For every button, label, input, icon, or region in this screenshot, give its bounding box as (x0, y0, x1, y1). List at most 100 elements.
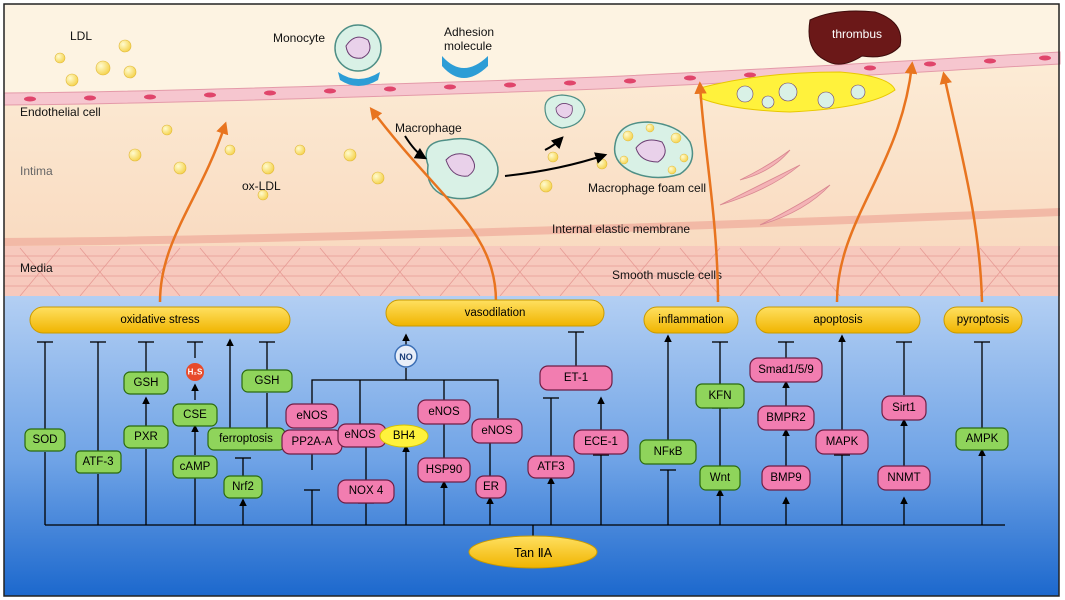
svg-text:GSH: GSH (255, 375, 280, 387)
adhesion-label-1: Adhesion (444, 25, 494, 39)
process-pyroptosis: pyroptosis (943, 306, 1023, 334)
thrombus (808, 10, 902, 65)
svg-text:ferroptosis: ferroptosis (219, 433, 273, 445)
svg-text:SOD: SOD (33, 434, 58, 446)
node-hsp90: HSP90 (417, 457, 471, 483)
svg-text:Sirt1: Sirt1 (892, 402, 916, 414)
svg-text:MAPK: MAPK (826, 436, 859, 448)
node-gsh-1: GSH (123, 371, 169, 395)
svg-text:inflammation: inflammation (658, 314, 723, 326)
svg-text:GSH: GSH (134, 377, 159, 389)
svg-text:PXR: PXR (134, 431, 158, 443)
node-wnt: Wnt (699, 465, 741, 491)
svg-text:NOX 4: NOX 4 (349, 485, 384, 497)
monocyte-label: Monocyte (273, 31, 325, 45)
smooth-muscle-pattern (4, 247, 1060, 297)
h2s-badge: H₂S (186, 363, 204, 381)
node-bmpr2: BMPR2 (757, 405, 815, 431)
node-nfkb: NFκB (639, 439, 697, 465)
svg-text:Tan ⅡA: Tan ⅡA (514, 546, 553, 560)
adhesion-label-2: molecule (444, 39, 492, 53)
node-cse: CSE (172, 403, 218, 427)
plaque-lipid-core (699, 71, 896, 113)
foam-cell (613, 121, 694, 179)
node-gsh-2: GSH (241, 369, 293, 393)
svg-text:Smad1/5/9: Smad1/5/9 (758, 364, 814, 376)
svg-text:CSE: CSE (183, 409, 207, 421)
node-enos-4: eNOS (471, 418, 523, 444)
svg-text:Wnt: Wnt (710, 472, 731, 484)
process-apoptosis: apoptosis (755, 306, 921, 334)
svg-text:BH4: BH4 (393, 430, 416, 442)
svg-text:BMP9: BMP9 (770, 472, 801, 484)
svg-text:ER: ER (483, 481, 499, 493)
nitric-oxide-badge: NO (394, 344, 418, 368)
node-smad: Smad1/5/9 (749, 357, 823, 383)
process-oxidative-stress: oxidative stress (29, 306, 291, 334)
svg-text:eNOS: eNOS (481, 425, 513, 437)
node-ece-1: ECE-1 (573, 429, 629, 455)
foam-cell-label: Macrophage foam cell (588, 181, 706, 195)
svg-text:NNMT: NNMT (887, 472, 920, 484)
process-inflammation: inflammation (643, 306, 739, 334)
node-nox4: NOX 4 (337, 479, 395, 504)
node-er: ER (475, 475, 507, 499)
svg-text:AMPK: AMPK (966, 433, 999, 445)
svg-text:eNOS: eNOS (296, 410, 328, 422)
node-atf-3: ATF-3 (75, 450, 122, 474)
macrophage-cells (425, 94, 586, 200)
svg-text:HSP90: HSP90 (426, 464, 462, 476)
node-bmp9: BMP9 (761, 465, 811, 491)
ox-ldl-label: ox-LDL (242, 179, 281, 193)
figure-border (3, 3, 1060, 597)
ldl-label: LDL (70, 29, 92, 43)
ldl-particles (54, 39, 608, 201)
adhesion-molecule-under-monocyte (338, 72, 380, 86)
node-nnmt: NNMT (877, 465, 931, 491)
node-atf3: ATF3 (527, 455, 575, 479)
node-kfn: KFN (695, 383, 745, 409)
drug-tan-iia: Tan ⅡA (468, 535, 598, 569)
node-mapk: MAPK (815, 429, 869, 455)
macrophage-flow-arrows (404, 135, 608, 177)
monocyte (334, 24, 382, 72)
node-pp2a-a: PP2A-A (281, 429, 343, 455)
svg-text:oxidative stress: oxidative stress (120, 314, 200, 326)
node-ampk: AMPK (955, 427, 1009, 451)
vessel-lumen (4, 4, 1060, 93)
intima-label: Intima (20, 164, 53, 178)
node-bh4: BH4 (379, 424, 429, 448)
orange-effect-arrows (158, 61, 984, 303)
macrophage-label: Macrophage (395, 121, 462, 135)
smooth-muscle-cells-intima (719, 149, 831, 226)
svg-text:vasodilation: vasodilation (465, 307, 526, 319)
svg-text:ATF-3: ATF-3 (82, 456, 113, 468)
node-camp: cAMP (172, 455, 218, 479)
internal-elastic-membrane-label: Internal elastic membrane (552, 222, 690, 236)
node-enos-1: eNOS (285, 403, 339, 429)
node-et-1: ET-1 (539, 365, 613, 391)
node-nrf2: Nrf2 (223, 475, 263, 499)
node-enos-2: eNOS (337, 423, 387, 448)
node-pxr: PXR (123, 425, 169, 449)
node-enos-3: eNOS (417, 399, 471, 425)
svg-text:BMPR2: BMPR2 (766, 412, 806, 424)
endothelial-nuclei (24, 55, 1051, 102)
node-sod: SOD (24, 428, 66, 452)
svg-text:NFκB: NFκB (654, 446, 683, 458)
svg-text:NO: NO (399, 352, 413, 362)
smooth-muscle-label: Smooth muscle cells (612, 268, 722, 282)
svg-text:PP2A-A: PP2A-A (292, 436, 333, 448)
adhesion-molecule (442, 56, 488, 78)
internal-elastic-membrane (4, 208, 1060, 246)
svg-text:Nrf2: Nrf2 (232, 481, 254, 493)
svg-text:H₂S: H₂S (188, 368, 203, 377)
node-sirt1: Sirt1 (881, 395, 927, 421)
svg-text:KFN: KFN (709, 390, 732, 402)
media-label: Media (20, 261, 53, 275)
endothelial-cell-label: Endothelial cell (20, 105, 101, 119)
svg-text:pyroptosis: pyroptosis (957, 314, 1010, 326)
svg-text:apoptosis: apoptosis (813, 314, 862, 326)
media-layer (4, 246, 1060, 296)
